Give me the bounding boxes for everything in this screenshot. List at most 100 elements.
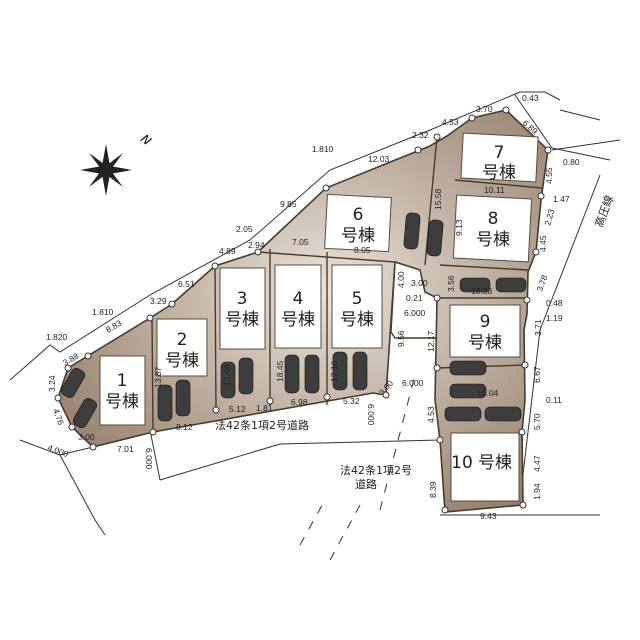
power-line-label: 高圧線	[592, 193, 616, 229]
lot-label: 号棟	[340, 310, 374, 330]
dimension: 5.70	[532, 413, 542, 430]
lot-number: 5	[352, 289, 363, 309]
dimension: 1.19	[546, 313, 563, 323]
dimension: 1.47	[553, 194, 570, 204]
car-icon	[449, 360, 487, 376]
house-7	[460, 132, 539, 183]
car-icon	[495, 277, 527, 293]
house-6	[324, 193, 392, 253]
car-icon	[444, 406, 482, 422]
lot-label: 号棟	[478, 453, 512, 473]
lot-number: 8	[488, 209, 499, 229]
lot-number: 10	[451, 453, 473, 473]
dimension: 2.94	[248, 240, 265, 250]
house-1	[99, 355, 146, 426]
car-icon	[403, 212, 421, 250]
lot-label: 号棟	[468, 333, 502, 353]
dimension: 17.40	[222, 364, 232, 386]
dimension: 3.71	[533, 319, 543, 336]
dimension: 9.85	[280, 199, 297, 209]
dimension: 8.83	[104, 318, 124, 335]
car-icon	[238, 357, 254, 395]
dimension: 1.94	[532, 483, 542, 500]
parking-cars	[60, 212, 527, 428]
car-icon	[459, 277, 491, 293]
dimension: 17.10	[329, 360, 339, 382]
dimension: 3.00	[78, 432, 95, 442]
dimension: 8.12	[176, 422, 193, 432]
dimension: 9.43	[480, 511, 497, 521]
road-label-side-2: 道路	[355, 477, 377, 491]
car-icon	[352, 351, 368, 391]
dimension: 7.05	[292, 237, 309, 247]
lot-label: 号棟	[341, 226, 375, 246]
car-icon	[284, 354, 300, 394]
dimension: 10.11	[484, 185, 505, 195]
dimension: 8.39	[428, 481, 438, 498]
dimension-labels: 0.43 3.70 4.53 6.89 2.32 0.80 1.810 12.0…	[46, 93, 580, 521]
lot-label: 号棟	[225, 310, 259, 330]
house-9	[449, 304, 521, 358]
lot-number: 1	[117, 371, 128, 391]
dimension: 6.51	[178, 279, 195, 289]
dimension: 3.29	[150, 296, 167, 306]
dimension: 4.00	[396, 271, 406, 288]
road-label-side-1: 法42条1項2号	[340, 463, 412, 477]
dimension: 4.47	[532, 455, 542, 472]
car-icon	[332, 351, 348, 391]
lot-number: 9	[480, 312, 491, 332]
road-label-main: 法42条1項2号道路	[215, 418, 309, 432]
dimension: 13.87	[153, 366, 163, 388]
dimension: 4.53	[442, 117, 459, 127]
car-icon	[449, 383, 487, 399]
lot-label: 号棟	[482, 163, 516, 183]
dimension: 0.21	[406, 293, 423, 303]
dimension: 5.12	[229, 404, 246, 414]
dimension: 2.23	[542, 208, 556, 227]
house-3	[219, 267, 266, 350]
dimension: 4.53	[426, 406, 436, 423]
lot-label: 号棟	[165, 351, 199, 371]
dimension: 12.17	[426, 330, 436, 352]
dimension: 4.000	[46, 442, 70, 459]
dimension: 6.000	[402, 378, 424, 388]
lot-number: 7	[494, 143, 505, 163]
dimension: 12.03	[368, 154, 390, 164]
dimension: 6.000	[366, 404, 376, 426]
dimension: 10.38	[471, 286, 493, 296]
dimension: 3.24	[47, 375, 57, 392]
north-label: N	[138, 132, 154, 149]
lot-number: 2	[177, 330, 188, 350]
dimension: 6.000	[144, 448, 154, 470]
north-compass-icon	[80, 144, 132, 196]
house-2	[156, 318, 208, 377]
dimension: 1.81	[256, 403, 273, 413]
dimension: 8.05	[354, 245, 371, 255]
car-icon	[304, 354, 320, 394]
car-icon	[157, 384, 173, 422]
houses	[99, 132, 539, 502]
dimension: 4.55	[544, 167, 554, 184]
car-icon	[72, 398, 98, 428]
dimension: 0.11	[546, 395, 562, 405]
house-10	[450, 432, 520, 502]
lot-label: 号棟	[105, 392, 139, 412]
car-icon	[220, 361, 236, 399]
dimension: 15.58	[433, 188, 443, 210]
dimension: 9.56	[396, 330, 406, 347]
dimension: 6.98	[291, 397, 308, 407]
dimension: 0.80	[563, 157, 580, 167]
dimension: 3.78	[534, 273, 549, 292]
dimension: 10.04	[477, 388, 499, 398]
car-icon	[426, 219, 444, 257]
road-outlines	[9, 91, 621, 561]
dimension: 6.67	[532, 366, 542, 383]
dimension: 18.45	[275, 360, 285, 382]
lot-number: 6	[353, 205, 364, 225]
dimension: 0.43	[522, 93, 539, 103]
dimension: 0.48	[546, 298, 563, 308]
house-labels: 1 号棟 2 号棟 3 号棟 4 号棟 5 号棟 6 号棟 7 号棟 8 号棟 …	[105, 143, 516, 473]
dimension: 2.05	[236, 224, 253, 234]
